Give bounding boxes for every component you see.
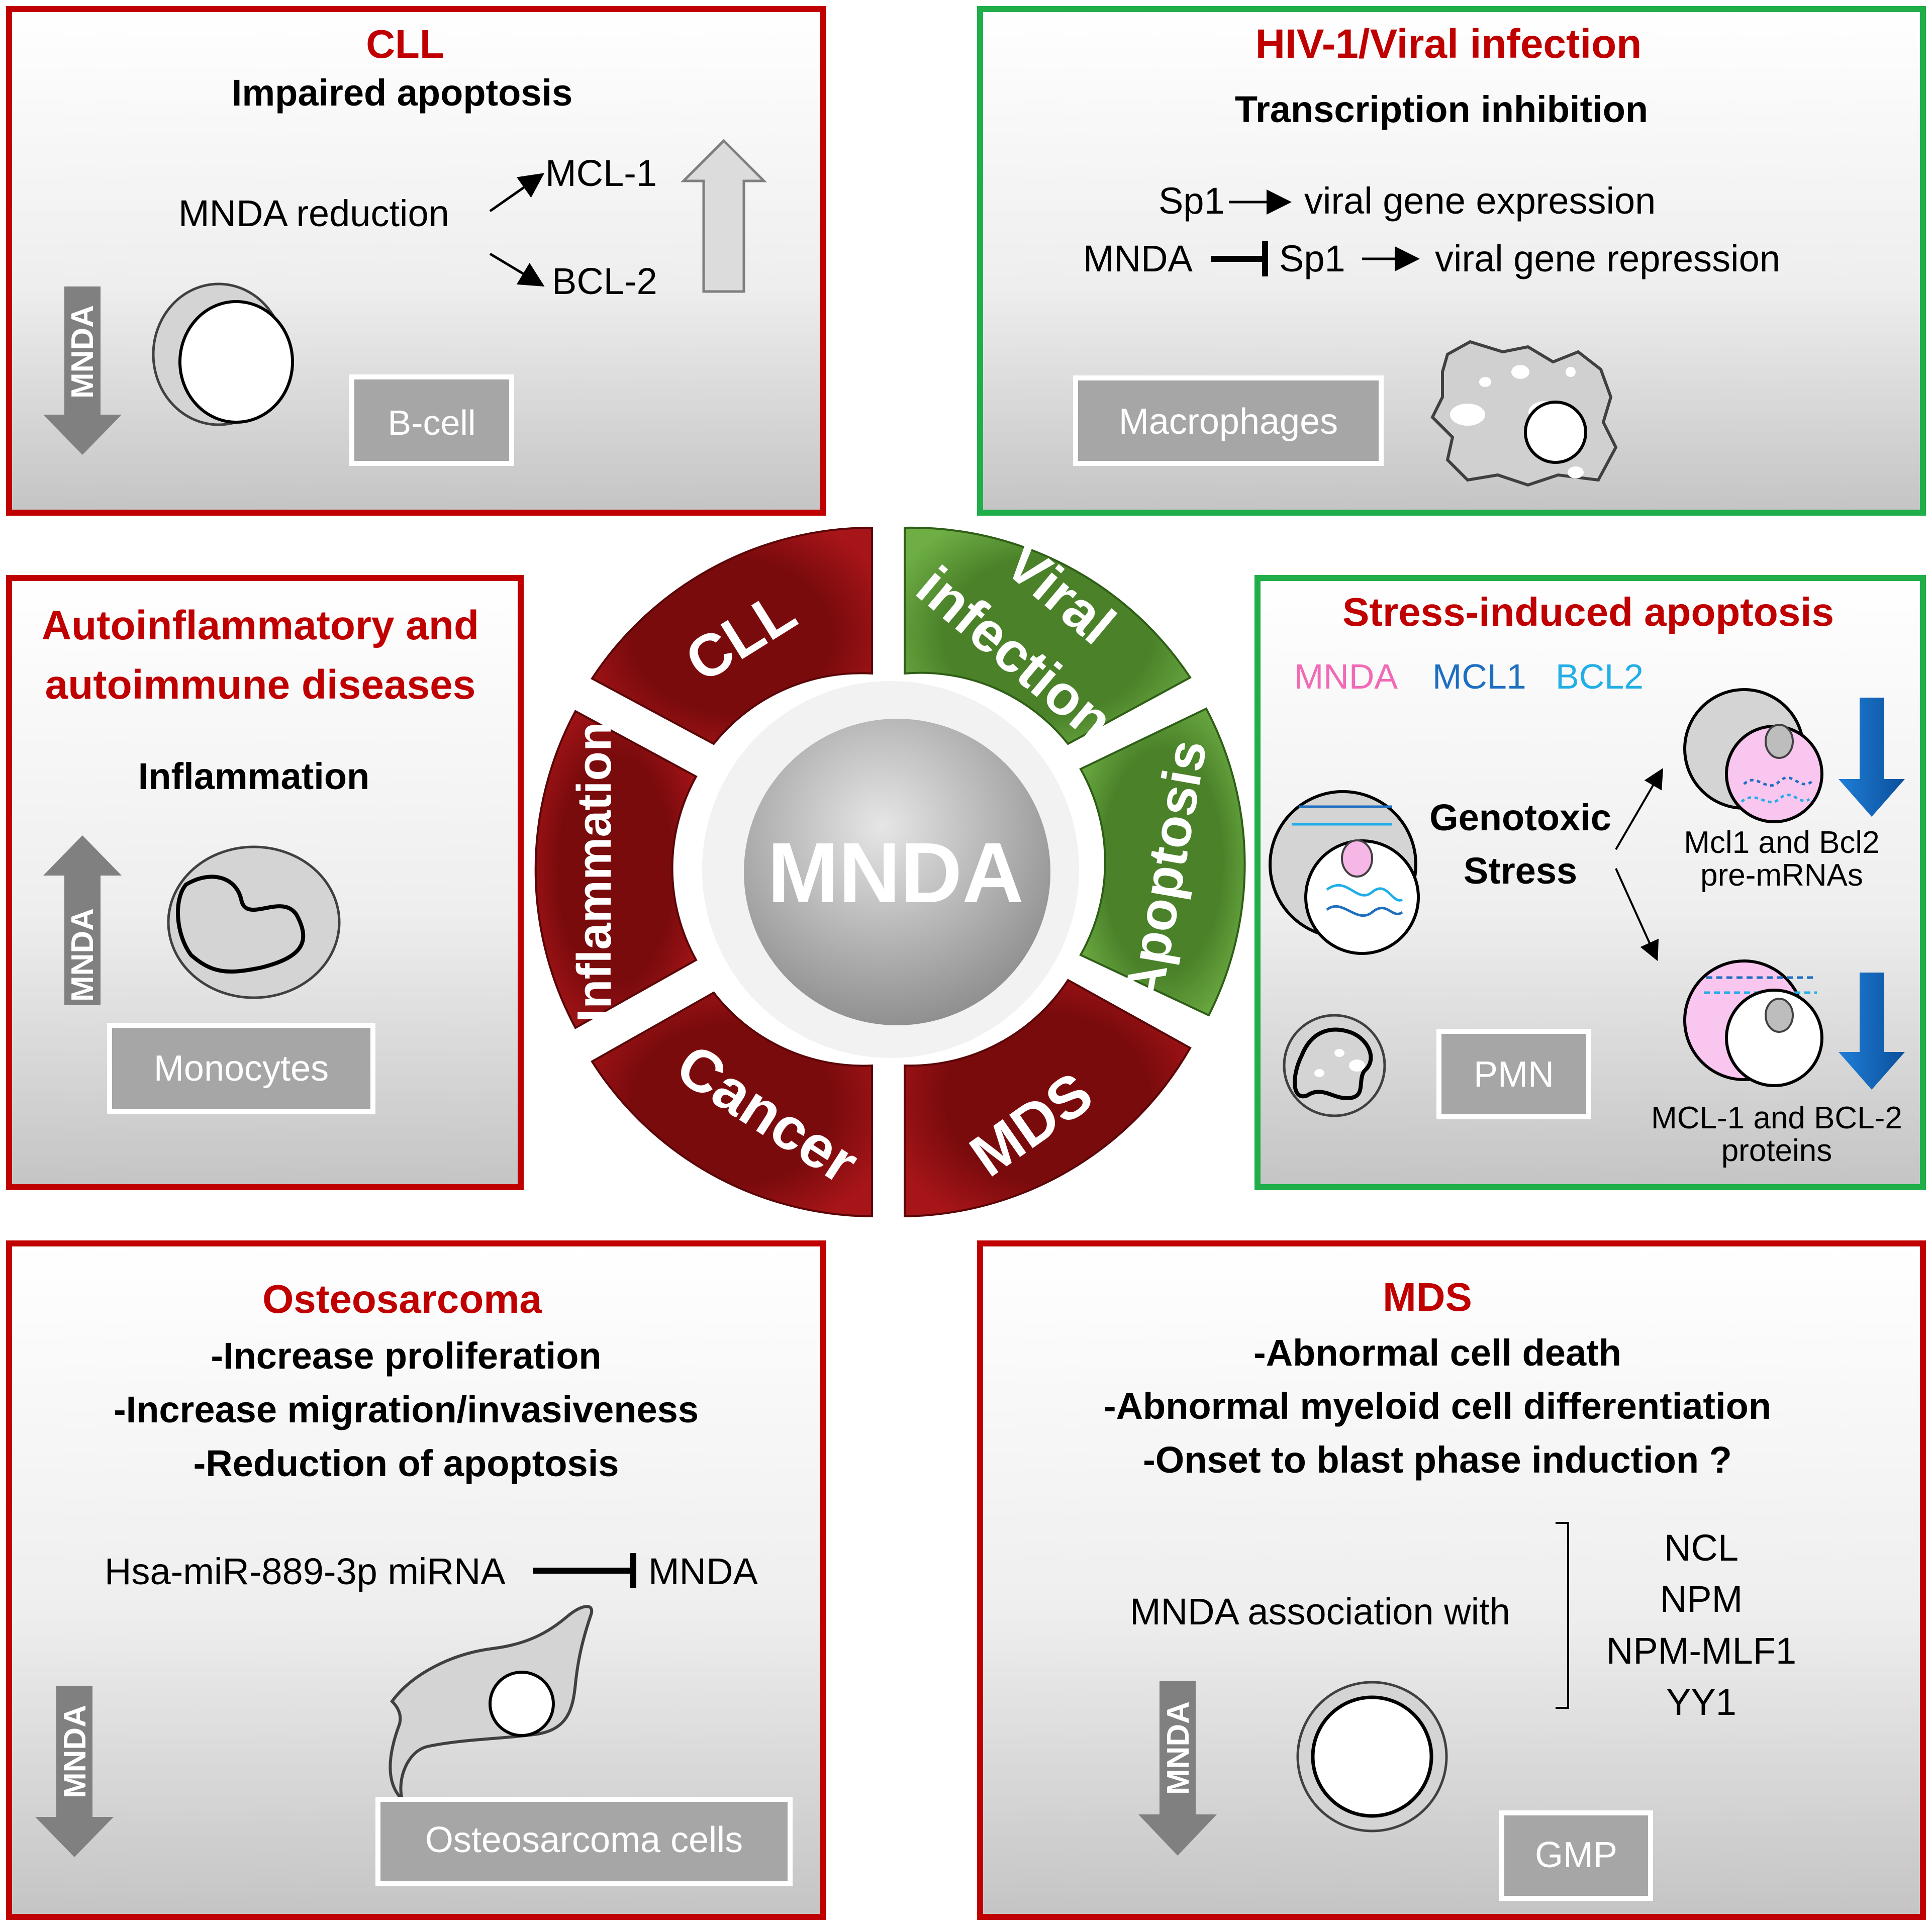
down-arrow-icon bbox=[35, 1686, 114, 1857]
cll-mcl1: MCL-1 bbox=[545, 152, 657, 194]
legend-bcl2: BCL2 bbox=[1556, 657, 1644, 696]
osteo-line-1: -Increase proliferation bbox=[211, 1335, 601, 1377]
stress-pre-1: Mcl1 and Bcl2 bbox=[1684, 825, 1879, 860]
hiv-subtitle: Transcription inhibition bbox=[1235, 88, 1648, 130]
cell-icon bbox=[1269, 790, 1420, 955]
segment-mds bbox=[904, 979, 1192, 1218]
auto-mnda-label: MNDA bbox=[65, 908, 100, 1002]
auto-title-1: Autoinflammatory and bbox=[42, 603, 479, 648]
osteo-title: Osteosarcoma bbox=[262, 1277, 542, 1321]
stress-title: Stress-induced apoptosis bbox=[1342, 590, 1834, 634]
auto-title-2: autoimmune diseases bbox=[45, 662, 476, 708]
stress-prot-2: proteins bbox=[1721, 1133, 1832, 1168]
osteo-panel: Osteosarcoma -Increase proliferation -In… bbox=[6, 1240, 826, 1920]
hiv-mnda: MNDA bbox=[1083, 238, 1193, 279]
mds-partner-1: NCL bbox=[1664, 1527, 1738, 1569]
segment-inflammation-label: Inflammation bbox=[567, 722, 621, 1022]
cll-subtitle: Impaired apoptosis bbox=[232, 72, 572, 114]
down-arrow-icon bbox=[1839, 973, 1905, 1090]
mds-partner-3: NPM-MLF1 bbox=[1606, 1630, 1796, 1672]
legend-mnda: MNDA bbox=[1294, 657, 1398, 696]
cll-panel: CLL Impaired apoptosis MNDA reduction MC… bbox=[6, 6, 826, 516]
osteo-line-3: -Reduction of apoptosis bbox=[194, 1442, 619, 1484]
cell-icon bbox=[1683, 959, 1823, 1087]
mds-cell-label: GMP bbox=[1535, 1835, 1617, 1875]
stress-cell-label: PMN bbox=[1474, 1054, 1554, 1095]
osteo-mirna: Hsa-miR-889-3p miRNA bbox=[105, 1551, 506, 1592]
mds-panel: MDS -Abnormal cell death -Abnormal myelo… bbox=[977, 1240, 1926, 1920]
up-arrow-icon bbox=[680, 139, 767, 293]
down-arrow-icon bbox=[1138, 1681, 1217, 1856]
auto-panel: Autoinflammatory and autoimmune diseases… bbox=[6, 575, 524, 1190]
mds-partner-4: YY1 bbox=[1666, 1681, 1736, 1723]
stress-geno-2: Stress bbox=[1464, 850, 1577, 892]
stress-geno-1: Genotoxic bbox=[1429, 797, 1611, 838]
hiv-title: HIV-1/Viral infection bbox=[1255, 21, 1642, 67]
osteosarcoma-cell-icon bbox=[389, 1605, 594, 1804]
stress-prot-1: MCL-1 and BCL-2 bbox=[1651, 1101, 1902, 1135]
down-arrow-icon bbox=[43, 286, 122, 455]
macrophage-icon bbox=[1430, 340, 1618, 487]
auto-subtitle: Inflammation bbox=[138, 755, 369, 797]
center-label: MNDA bbox=[767, 825, 1024, 921]
mds-line-1: -Abnormal cell death bbox=[1253, 1332, 1621, 1374]
hiv-panel: HIV-1/Viral infection Transcription inhi… bbox=[977, 6, 1926, 516]
osteo-line-2: -Increase migration/invasiveness bbox=[114, 1389, 699, 1430]
cll-cell-label: B-cell bbox=[388, 403, 475, 442]
mds-line-2: -Abnormal myeloid cell differentiation bbox=[1104, 1385, 1771, 1427]
auto-cell-label: Monocytes bbox=[154, 1048, 329, 1089]
stress-panel: Stress-induced apoptosis MNDA MCL1 BCL2 … bbox=[1254, 575, 1926, 1190]
inhibition-icon bbox=[533, 1553, 636, 1588]
segment-inflammation bbox=[534, 710, 698, 1029]
stress-pre-2: pre-mRNAs bbox=[1700, 858, 1863, 893]
hiv-expression: viral gene expression bbox=[1304, 180, 1656, 222]
cll-mnda-label: MNDA bbox=[65, 305, 100, 399]
segment-apoptosis bbox=[1079, 707, 1246, 1017]
center-sphere bbox=[744, 719, 1050, 1025]
segment-cancer bbox=[591, 991, 873, 1218]
cell-icon bbox=[152, 282, 294, 426]
cll-bcl2: BCL-2 bbox=[552, 260, 657, 302]
mds-partner-2: NPM bbox=[1660, 1578, 1743, 1620]
cll-title: CLL bbox=[366, 22, 444, 66]
osteo-cell-label: Osteosarcoma cells bbox=[425, 1820, 743, 1860]
hiv-sp1: Sp1 bbox=[1158, 180, 1225, 222]
down-arrow-icon bbox=[1839, 698, 1905, 817]
inhibition-icon bbox=[1211, 241, 1268, 276]
osteo-target: MNDA bbox=[648, 1551, 758, 1592]
mds-mnda-label: MNDA bbox=[1161, 1701, 1196, 1795]
bracket-icon bbox=[1556, 1522, 1569, 1709]
monocyte-icon bbox=[167, 845, 341, 999]
cell-icon bbox=[1683, 688, 1823, 823]
cll-reduction-text: MNDA reduction bbox=[178, 192, 449, 234]
cell-icon bbox=[1296, 1681, 1448, 1833]
hiv-sp1-2: Sp1 bbox=[1279, 238, 1345, 279]
up-arrow-icon bbox=[43, 835, 122, 1005]
hiv-repression: viral gene repression bbox=[1435, 238, 1780, 279]
hiv-cell-label: Macrophages bbox=[1119, 402, 1338, 442]
segment-cll bbox=[591, 526, 873, 745]
mds-line-3: -Onset to blast phase induction ? bbox=[1143, 1439, 1732, 1481]
center-wheel: MNDA CLL Viral infection Apoptosis MDS C… bbox=[534, 526, 1246, 1218]
segment-viral bbox=[904, 526, 1192, 745]
legend-mcl1: MCL1 bbox=[1432, 657, 1526, 696]
osteo-mnda-label: MNDA bbox=[58, 1705, 92, 1798]
pmn-icon bbox=[1283, 1014, 1386, 1117]
mds-title: MDS bbox=[1383, 1275, 1472, 1319]
mds-assoc: MNDA association with bbox=[1130, 1591, 1510, 1632]
